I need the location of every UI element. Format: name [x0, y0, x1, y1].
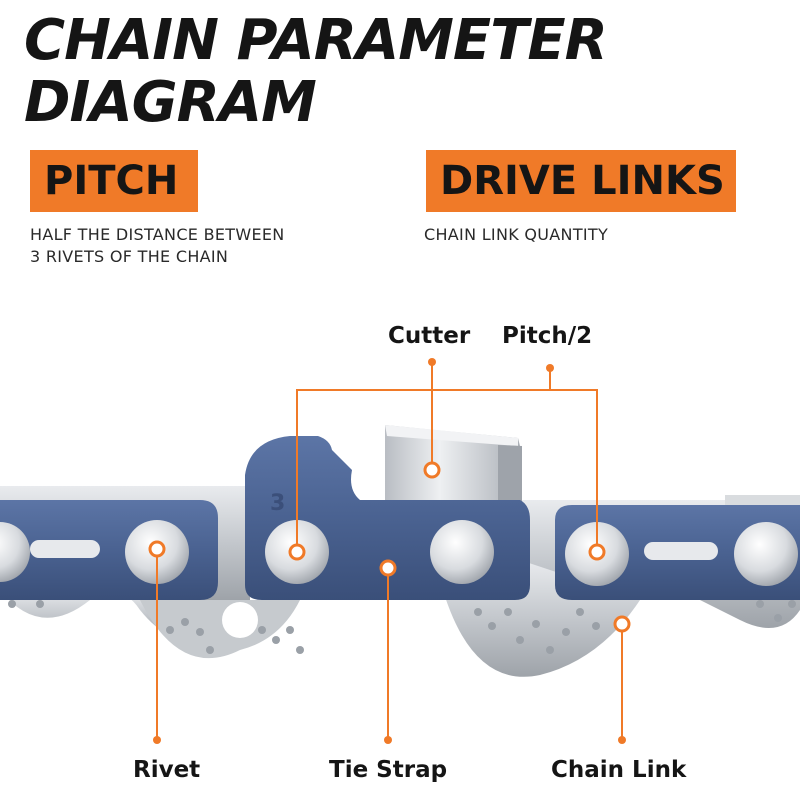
- link-marking-text: 3: [270, 491, 285, 516]
- title-line-2: DIAGRAM: [24, 70, 317, 135]
- pitch-badge: PITCH: [30, 150, 198, 212]
- pitch-description-line-2: 3 RIVETS OF THE CHAIN: [30, 247, 229, 266]
- chain-link-label: Chain Link: [551, 757, 687, 783]
- pitch-half-label: Pitch/2: [502, 323, 593, 349]
- title-line-1: CHAIN PARAMETER: [24, 8, 608, 73]
- pitch-description-line-1: HALF THE DISTANCE BETWEEN: [30, 225, 285, 244]
- side-plate-left: [0, 500, 218, 600]
- cutter-tooth: [385, 425, 522, 505]
- page-title: CHAIN PARAMETER DIAGRAM: [24, 8, 608, 135]
- cutter-label: Cutter: [388, 323, 471, 349]
- pitch-description: HALF THE DISTANCE BETWEEN 3 RIVETS OF TH…: [30, 224, 350, 268]
- rivet-label: Rivet: [133, 757, 201, 783]
- tie-strap-label: Tie Strap: [329, 757, 448, 783]
- callout-markers: [148, 358, 631, 744]
- drive-links-description: CHAIN LINK QUANTITY: [424, 225, 609, 244]
- side-plate-right: [555, 505, 800, 600]
- drive-links-badge: DRIVE LINKS: [426, 150, 736, 212]
- callout-lines: [156, 362, 623, 740]
